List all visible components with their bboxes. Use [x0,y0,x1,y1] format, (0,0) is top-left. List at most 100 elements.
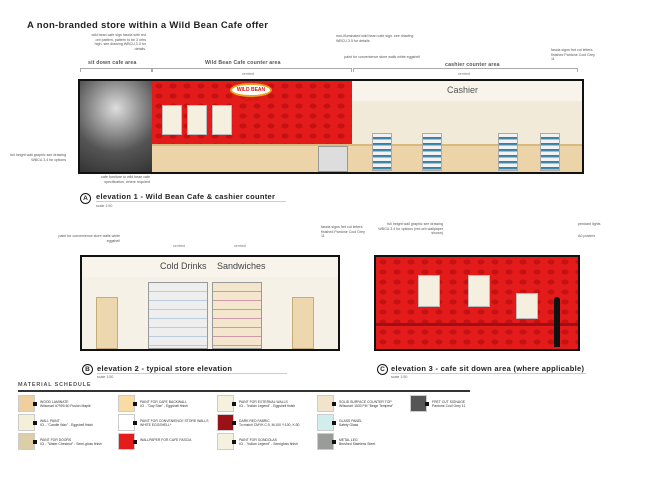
menu-board [162,105,182,135]
material-label: PAINT FOR GONDOLAS ICI - "Indian Legend"… [239,438,298,446]
elevation-3-drawing [374,255,580,351]
cold-drinks-fridge [148,282,208,349]
elevation-2-caption: elevation 2 - typical store elevation [97,364,233,373]
person-silhouette [554,297,560,347]
a0-poster [468,275,490,307]
wild-bean-cafe-logo: WILD BEAN CAFE [230,83,272,103]
area-sit-down: sit down cafe area [88,60,137,66]
material-tag-icon [425,402,429,406]
note-paint: paint for convenience store walls white … [344,55,420,59]
material-label: METAL LEG Brushed Stainless Steel. [339,438,376,446]
material-name: WOOD LAMINATE [40,400,69,404]
material-spec: Pantone Cool Grey 11 [432,404,466,409]
menu-board [212,105,232,135]
material-spec: Wilsonart 1530 FM "Beige Tempest" [339,404,394,409]
sign-cold-drinks: Cold Drinks [160,261,207,271]
material-spec: ICI - "Candle Wax" - Eggshell finish [40,423,93,428]
material-tag-icon [33,402,37,406]
cashier-sign: Cashier [447,85,479,95]
note-pendant: pendant lights [578,222,601,226]
material-name: SOLID SURFACE COUNTER TOP [339,400,392,404]
sign-sandwiches: Sandwiches [217,261,266,271]
material-tag-icon [332,421,336,425]
centred-label: centred [234,244,246,248]
elevation-marker-b: B [82,364,93,375]
material-name: PAINT FOR CONVENIENCE STORE WALLS [140,419,209,423]
material-spec: WHITE EGGSHELL* [140,423,172,428]
material-name: FRET CUT SIGNAGE [432,400,466,404]
material-tag-icon [33,421,37,425]
material-name: METAL LEG [339,438,358,442]
note-sign: non-illuminated wild bean cafe sign. see… [336,34,414,43]
material-label: WALL PAINT ICI - "Candle Wax" - Eggshell… [40,419,93,427]
divider [18,390,470,392]
material-tag-icon [133,421,137,425]
material-tag-icon [133,440,137,444]
elevation-1-drawing: WILD BEAN CAFE Cashier [78,79,584,174]
centred-label: centred [242,72,254,76]
material-spec: Brushed Stainless Steel. [339,442,376,447]
area-cashier: cashier counter area [445,62,500,68]
gondola-shelf [540,133,560,171]
centred-label: centred [173,244,185,248]
material-spec: ICI - "Indian Legend" - Eggshell finish [239,404,296,409]
material-label: DARK RED FABRIC To match CMYK C:0, M:100… [239,419,299,427]
material-label: WOOD LAMINATE Wilsonart #7909-60 Fusion … [40,400,91,408]
elevation-2-drawing: Cold Drinks Sandwiches [80,255,340,351]
gondola-shelf [498,133,518,171]
material-name: PAINT FOR CAFE BACKWALL [140,400,188,404]
a0-poster [418,275,440,307]
material-label: PAINT FOR EXTERNAL WALLS ICI - "Indian L… [239,400,295,408]
caption-underline [391,373,586,374]
material-label: SOLID SURFACE COUNTER TOP Wilsonart 1530… [339,400,393,408]
elevation-2-scale: scale 1:50 [97,375,114,379]
dim-bracket [152,68,352,72]
note-paint: paint for convenience store walls white … [58,234,120,243]
elevation-3-scale: scale 1:50 [391,375,408,379]
note-fascia-signs: fascia signs fret cut letters finished P… [551,48,595,61]
area-counter: Wild Bean Cafe counter area [205,60,281,66]
material-name: PAINT FOR EXTERNAL WALLS [239,400,288,404]
material-tag-icon [232,440,236,444]
bench [376,323,578,326]
note-wall-graphic: full height wall graphic see drawing WBC… [10,153,66,162]
a0-poster [516,293,538,319]
elevation-marker-a: A [80,193,91,204]
sandwich-display [212,282,262,349]
caption-underline [97,373,287,374]
material-spec: Safety Glass [339,423,359,428]
material-tag-icon [33,440,37,444]
centred-label: centred [458,72,470,76]
material-label: GLASS PANEL Safety Glass [339,419,362,427]
elevation-1-scale: scale 1:50 [96,204,113,208]
material-tag-icon [133,402,137,406]
elevation-3-caption: elevation 3 - cafe sit down area (where … [391,364,585,373]
elevation-1-caption: elevation 1 - Wild Bean Cafe & cashier c… [96,192,276,201]
material-tag-icon [332,402,336,406]
note-fascia-signs: fascia signs fret cut letters finished P… [321,225,365,238]
material-spec: To match CMYK C:0, M:100 Y:100, K:30 [239,423,300,428]
dim-bracket [80,68,152,72]
dim-bracket [353,68,578,72]
material-label: FRET CUT SIGNAGE Pantone Cool Grey 11 [432,400,465,408]
material-spec: ICI - "Day Star" - Eggshell finish [140,404,188,409]
note-wall-graphic: full height wall graphic see drawing WBC… [378,222,443,235]
gondola-shelf [422,133,442,171]
fridge-unit [318,146,348,172]
caption-underline [96,201,286,202]
material-name: WALLPAPER FOR CAFE FASCIA [140,438,192,442]
material-label: PAINT FOR DOORS ICI - "Water Chestnut" -… [40,438,102,446]
gondola-shelf [372,133,392,171]
door [96,297,118,349]
page-title: A non-branded store within a Wild Bean C… [27,20,269,31]
material-name: WALL PAINT [40,419,60,423]
material-schedule-title: MATERIAL SCHEDULE [18,382,92,388]
note-fascia: wild bean cafe sign fascia with red orb … [91,33,146,51]
material-name: DARK RED FABRIC [239,419,270,423]
material-label: PAINT FOR CAFE BACKWALL ICI - "Day Star"… [140,400,188,408]
material-spec: ICI - "Indian Legend" - Semigloss finish [239,442,298,447]
menu-board [187,105,207,135]
material-name: GLASS PANEL [339,419,363,423]
elevation-marker-c: C [377,364,388,375]
cashier-fascia: Cashier [352,81,582,101]
